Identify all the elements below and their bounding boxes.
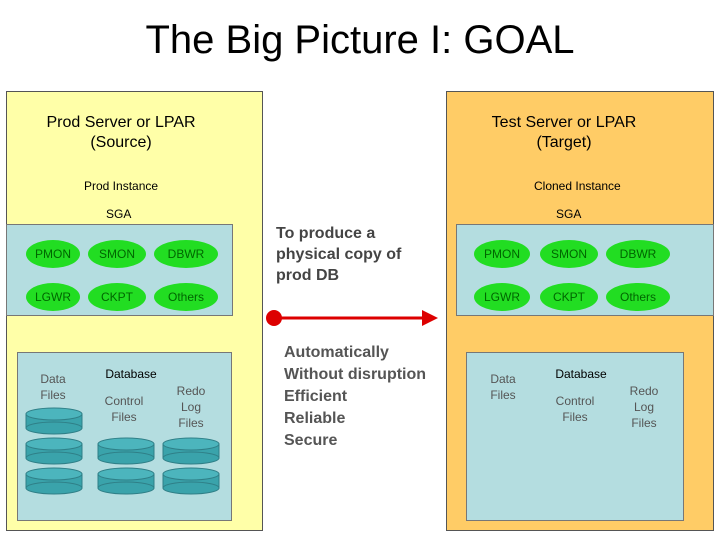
target-smon-process: SMON [540, 240, 598, 268]
target-ckpt-process: CKPT [540, 283, 598, 311]
source-ckpt-process: CKPT [88, 283, 146, 311]
target-pmon-process: PMON [474, 240, 530, 268]
source-server-title: Prod Server or LPAR (Source) [46, 114, 196, 151]
source-instance-label: Prod Instance [84, 179, 159, 193]
target-control-files-label: Control Files [555, 394, 595, 424]
database-cylinder-icon [97, 467, 155, 495]
target-server-title: Test Server or LPAR (Target) [491, 114, 637, 151]
source-database-label: Database [105, 367, 157, 381]
source-dbwr-process: DBWR [154, 240, 218, 268]
database-cylinder-icon [25, 467, 83, 495]
target-sga-label: SGA [556, 207, 582, 221]
target-lgwr-process: LGWR [474, 283, 530, 311]
source-control-files-label: Control Files [104, 394, 144, 424]
database-cylinder-icon [162, 437, 220, 465]
copy-purpose-text: To produce a physical copy of prod DB [276, 225, 402, 284]
database-cylinder-icon [97, 437, 155, 465]
source-data-files-label: Data Files [40, 372, 66, 402]
database-cylinder-icon [25, 437, 83, 465]
target-database-panel [466, 352, 684, 521]
source-lgwr-process: LGWR [26, 283, 80, 311]
target-instance-label: Cloned Instance [534, 179, 621, 193]
source-others-process: Others [154, 283, 218, 311]
target-others-process: Others [606, 283, 670, 311]
quality-item: Efficient [284, 388, 348, 405]
target-data-files-label: Data Files [490, 372, 516, 402]
copy-arrow-icon [266, 310, 438, 326]
slide-title: The Big Picture I: GOAL [145, 18, 575, 62]
copy-qualities-list: Automatically Without disruption Efficie… [284, 342, 454, 452]
target-redo-files-label: Redo Log Files [629, 384, 659, 430]
source-pmon-process: PMON [26, 240, 80, 268]
quality-item: Automatically [284, 344, 389, 361]
target-database-label: Database [555, 367, 607, 381]
quality-item: Without disruption [284, 366, 427, 383]
source-redo-files-label: Redo Log Files [176, 384, 206, 430]
target-dbwr-process: DBWR [606, 240, 670, 268]
database-cylinder-icon [25, 407, 83, 435]
source-sga-label: SGA [106, 207, 132, 221]
source-smon-process: SMON [88, 240, 146, 268]
source-cylinders [25, 407, 220, 495]
quality-item: Reliable [284, 410, 346, 427]
database-cylinder-icon [162, 467, 220, 495]
quality-item: Secure [284, 432, 338, 449]
